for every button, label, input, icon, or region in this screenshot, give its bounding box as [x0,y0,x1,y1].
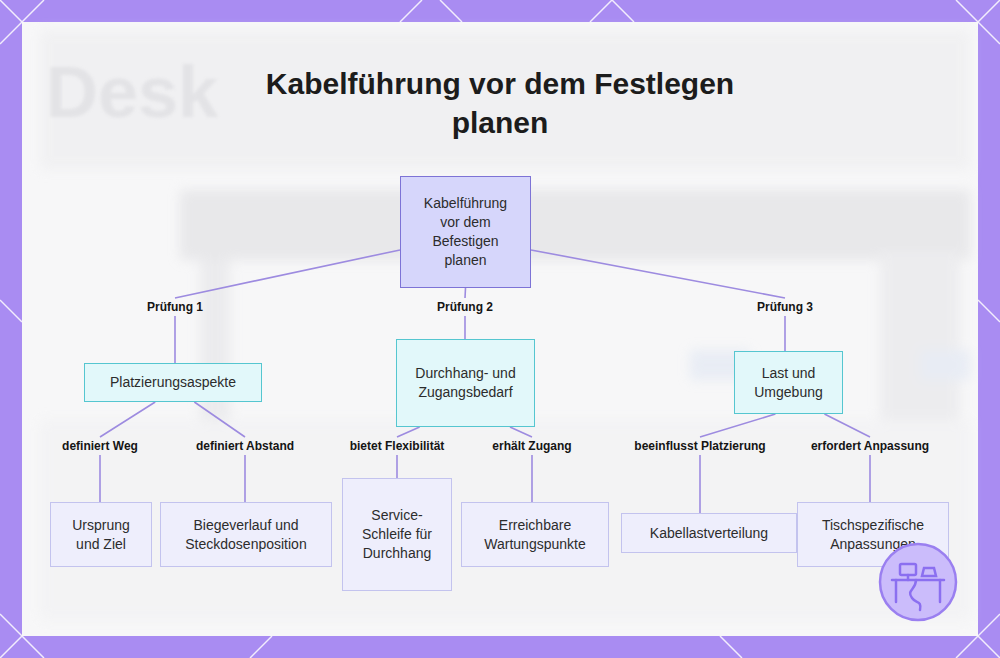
edge-label: erhält Zugang [492,439,571,454]
edge-label: bietet Flexibilität [350,439,445,454]
node-text: Biegeverlauf und Steckdosenposition [171,516,321,554]
connector-line [175,250,400,363]
leaf-box: Kabellastverteilung [621,513,797,553]
edge-label: Prüfung 3 [757,300,813,315]
logo-badge [876,540,960,624]
connector-line [510,427,532,502]
leaf-box: Biegeverlauf und Steckdosenposition [160,502,332,567]
node-text: Last und Umgebung [745,364,832,402]
blurred-photo [40,30,970,620]
connector-line [531,250,785,351]
category-box: Last und Umgebung [734,351,843,414]
background-text: Desk [46,52,218,132]
node-text: Service-Schleife für Durchhang [353,506,441,563]
edge-label: definiert Abstand [196,439,294,454]
node-text: Durchhang- und Zugangsbedarf [407,364,524,402]
category-box: Durchhang- und Zugangsbedarf [396,339,535,427]
leaf-box: Service-Schleife für Durchhang [342,478,452,591]
edge-label: definiert Weg [62,439,138,454]
edge-label: Prüfung 1 [147,300,203,315]
leaf-box: Ursprung und Ziel [50,502,152,567]
leaf-box: Erreichbare Wartungspunkte [461,502,609,567]
connector-line [700,414,775,513]
node-text: Erreichbare Wartungspunkte [472,516,598,554]
node-text: Kabelführung vor dem Befestigen planen [413,194,518,270]
node-text: Platzierungsaspekte [110,373,236,392]
connector-line [824,414,870,502]
root-box: Kabelführung vor dem Befestigen planen [400,176,531,288]
inner-panel [22,22,978,636]
edge-label: Prüfung 2 [437,300,493,315]
node-text: Ursprung und Ziel [61,516,141,554]
edge-label: erfordert Anpassung [811,439,929,454]
diagram-title: Kabelführung vor dem Festlegen planen [240,64,760,142]
category-box: Platzierungsaspekte [84,363,262,402]
node-text: Kabellastverteilung [650,524,768,543]
edge-label: beeinflusst Platzierung [634,439,765,454]
